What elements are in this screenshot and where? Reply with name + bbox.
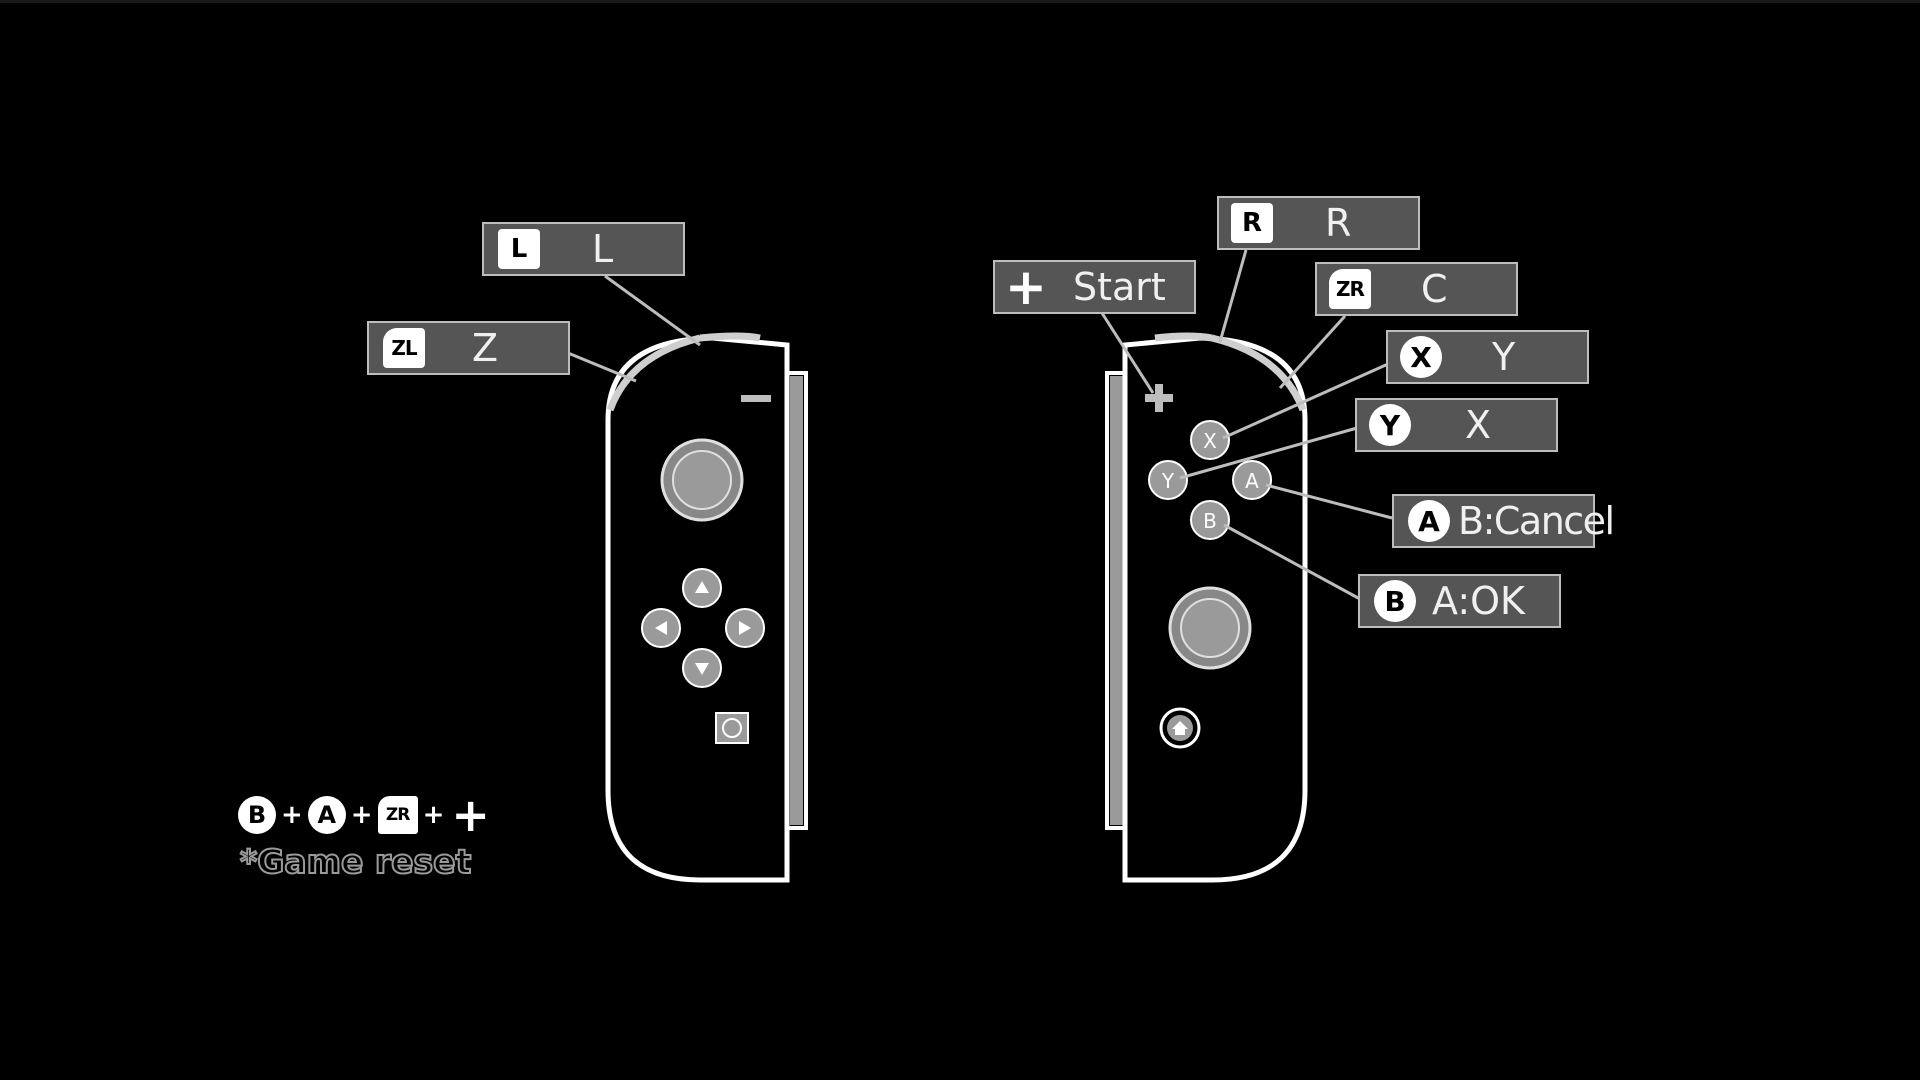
zr-button-icon: ZR — [1329, 269, 1371, 309]
left-zl-bumper — [606, 334, 701, 412]
left-l-bumper — [699, 332, 761, 342]
x-button-icon: X — [1400, 336, 1442, 378]
y-button-icon: Y — [1369, 404, 1411, 446]
label-plus-action: Start — [1073, 265, 1166, 309]
svg-text:B: B — [1203, 509, 1217, 533]
label-zl: ZL Z — [367, 321, 570, 375]
minus-icon — [741, 395, 771, 402]
leader-lines — [567, 249, 1393, 601]
svg-text:X: X — [1203, 429, 1217, 453]
combo-b-icon: B — [238, 796, 276, 834]
label-plus: + Start — [993, 258, 1196, 316]
label-b: B A:OK — [1358, 574, 1561, 628]
home-button-icon — [1159, 707, 1201, 749]
combo-zr-icon: ZR — [377, 796, 418, 834]
label-a-action: B:Cancel — [1458, 499, 1615, 543]
game-reset-note: *Game reset — [239, 841, 472, 882]
label-y-action: X — [1465, 403, 1492, 447]
combo-plus-icon: + — [451, 788, 490, 842]
svg-text:Y: Y — [1161, 469, 1175, 493]
a-button-icon: A — [1408, 500, 1450, 542]
right-r-bumper — [1154, 332, 1213, 342]
label-r-action: R — [1325, 201, 1352, 245]
plus-button-icon — [1145, 384, 1173, 412]
left-joycon — [605, 332, 808, 883]
top-border — [0, 0, 1920, 3]
right-joycon: X Y A B — [1105, 332, 1308, 883]
label-y: Y X — [1355, 398, 1558, 452]
label-l-action: L — [592, 227, 614, 271]
face-button-x-icon: X — [1190, 420, 1230, 460]
label-zr: ZR C — [1315, 262, 1518, 316]
label-r: R R — [1217, 196, 1420, 250]
dpad-icon — [641, 568, 765, 688]
label-zl-action: Z — [472, 326, 499, 370]
l-button-icon: L — [498, 229, 540, 269]
combo-separator: + — [281, 800, 303, 830]
combo-a-icon: A — [307, 796, 346, 834]
label-b-action: A:OK — [1432, 579, 1525, 623]
svg-text:A: A — [1245, 469, 1259, 493]
right-zr-bumper — [1211, 334, 1307, 412]
face-button-b-icon: B — [1190, 500, 1230, 540]
label-x-action: Y — [1492, 335, 1516, 379]
label-x: X Y — [1386, 330, 1589, 384]
reset-combo: B + A + ZR + + — [238, 788, 490, 842]
capture-button-icon — [715, 712, 749, 744]
face-button-y-icon: Y — [1148, 460, 1188, 500]
combo-separator: + — [422, 800, 445, 830]
face-button-a-icon: A — [1232, 460, 1272, 500]
combo-separator: + — [350, 800, 373, 830]
label-a: A B:Cancel — [1392, 494, 1615, 548]
zl-button-icon: ZL — [383, 328, 425, 368]
label-zr-action: C — [1421, 267, 1448, 311]
r-button-icon: R — [1231, 203, 1273, 243]
label-l: L L — [482, 222, 685, 276]
plus-icon: + — [1005, 258, 1047, 316]
left-joycon-body — [605, 335, 790, 883]
b-button-icon: B — [1374, 580, 1416, 622]
